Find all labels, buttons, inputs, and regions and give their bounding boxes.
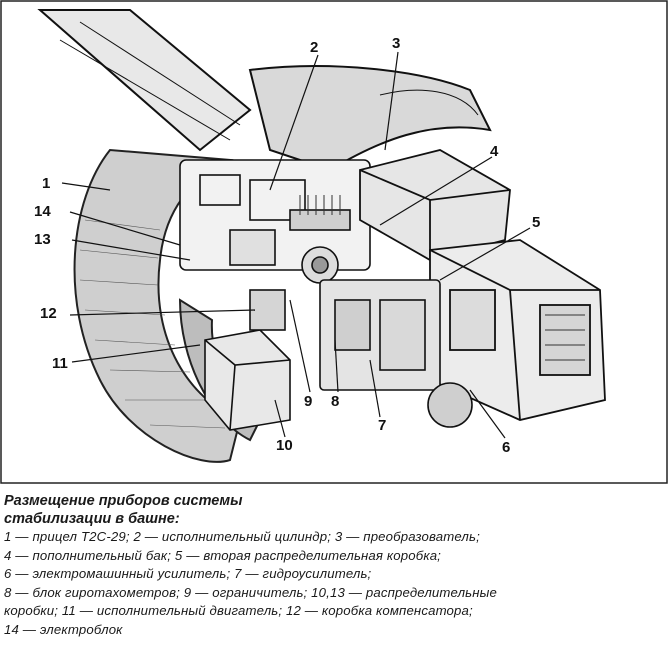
distribution-box-2 xyxy=(429,239,606,421)
stabilizer-layout-illustration: 1 2 3 4 5 6 7 8 9 10 11 12 13 14 xyxy=(0,0,668,484)
figure-caption: Размещение приборов системы стабилизации… xyxy=(4,492,664,640)
block-ribs xyxy=(545,314,585,361)
central-machinery xyxy=(179,159,371,284)
lower-assembly xyxy=(319,279,473,428)
callout-3: 3 xyxy=(392,35,400,52)
converter-box xyxy=(359,149,511,261)
caption-legend-line: 1 — прицел Т2С-29; 2 — исполнительный ци… xyxy=(4,529,480,544)
callout-14: 14 xyxy=(34,203,51,220)
machinery-fins xyxy=(299,195,341,215)
callout-11: 11 xyxy=(52,355,68,372)
callout-13: 13 xyxy=(34,231,51,248)
caption-legend-line: 8 — блок гиротахометров; 9 — ограничител… xyxy=(4,584,497,600)
callout-12: 12 xyxy=(40,305,57,322)
figure-frame xyxy=(0,0,668,484)
callout-9: 9 xyxy=(304,393,312,410)
caption-title-line-1: Размещение приборов системы xyxy=(4,493,243,509)
callout-2: 2 xyxy=(310,39,318,56)
turret-hatching xyxy=(79,219,226,429)
lower-left-boxes xyxy=(204,289,291,431)
callout-1: 1 xyxy=(42,175,50,192)
callout-6: 6 xyxy=(502,439,510,456)
gun-barrel xyxy=(37,9,252,152)
callout-5: 5 xyxy=(532,214,540,231)
leader-lines xyxy=(61,51,531,439)
caption-legend-line: 14 — электроблок xyxy=(4,621,123,637)
callout-7: 7 xyxy=(378,417,386,434)
caption-legend-line: коробки; 11 — исполнительный двигатель; … xyxy=(4,603,473,619)
caption-legend-line: 6 — электромашинный усилитель; 7 — гидро… xyxy=(4,566,372,582)
caption-title-line-2: стабилизации в башне: xyxy=(4,511,180,527)
caption-legend-line: 4 — пополнительный бак; 5 — вторая распр… xyxy=(4,547,441,563)
mantlet xyxy=(248,65,492,172)
callout-4: 4 xyxy=(490,143,499,160)
callout-8: 8 xyxy=(331,393,339,410)
callout-labels: 1 2 3 4 5 6 7 8 9 10 11 12 13 14 xyxy=(34,35,540,456)
callout-10: 10 xyxy=(276,437,293,454)
